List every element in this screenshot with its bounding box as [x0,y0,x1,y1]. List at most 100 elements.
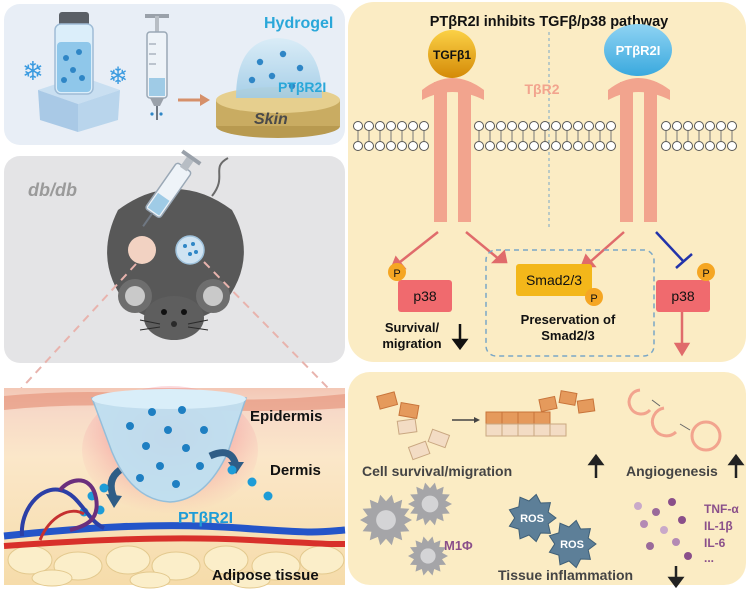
lipid-head [496,141,506,151]
cytokine-label: IL-1β [704,519,733,533]
lipid-head [606,141,616,151]
p38-left-label: p38 [413,288,437,304]
lipid-head [364,141,374,151]
panel-pathway: PTβR2I inhibits TGFβ/p38 pathway TβR2 TG… [348,2,746,362]
lipid-head [408,121,418,131]
lipid-head [672,141,682,151]
tgfb1-ligand [428,30,476,78]
lipid-head [507,121,517,131]
lipid-head [485,121,495,131]
down-arrow-icon [451,324,469,351]
lipid-head [595,121,605,131]
lipid-head [353,121,363,131]
phospho-icon [388,263,406,281]
scattered-cells [376,391,451,461]
cell-survival-label: Cell survival/migration [362,463,512,479]
macrophage-nucleus [376,510,396,530]
ptbr2i-ligand [604,24,672,76]
ice-cube-left [38,90,78,132]
lipid-head [397,121,407,131]
ros-label: ROS [520,513,544,525]
panel-skin-section: Epidermis Dermis PTβR2I Adipose tissue [3,386,346,589]
lipid-head [474,121,484,131]
lipid-head [705,121,715,131]
mouse-ear-inner [203,286,223,306]
wound-untreated [128,236,156,264]
mouse-eye [161,309,167,315]
angiogenesis-arrows [651,399,691,431]
lipid-head [683,141,693,151]
vial-cap [59,12,89,26]
lipid-head [386,121,396,131]
lipid-head [694,141,704,151]
lipid-head [408,141,418,151]
artery [3,535,346,549]
lipid-head [364,121,374,131]
lipid-head [727,141,737,151]
ros-star [508,493,557,543]
smad-label: Smad2/3 [526,272,582,288]
lipid-head [485,141,495,151]
lipid-head [573,141,583,151]
progress-arrow-head [474,417,480,423]
up-arrow-icon [727,453,745,478]
phospho-label: P [393,268,400,280]
lipid-head [694,121,704,131]
lipid-head [573,121,583,131]
syringe-icon [142,149,202,227]
lipid-head [716,121,726,131]
lipid-head [540,141,550,151]
preservation-line2: Smad2/3 [541,328,594,343]
skin-label: Skin [254,111,288,128]
down-arrow-icon [667,566,685,589]
lipid-head [683,121,693,131]
preservation-box [485,249,655,357]
zoom-line [203,261,333,393]
lipid-head [562,141,572,151]
wound-treated [175,235,205,265]
p38-right-label: p38 [671,288,695,304]
ice-cube-right [78,90,120,132]
up-arrow-icon [587,453,605,478]
lipid-head [551,141,561,151]
lipid-head [540,121,550,131]
mouse-tail [211,157,229,197]
lipid-head [606,121,616,131]
cell-membrane [353,121,737,151]
syringe-icon [145,14,169,120]
inhibition-arrow [655,231,693,269]
lipid-head [595,141,605,151]
adipose-cells [7,545,345,589]
mouse-nose [171,321,177,327]
hydrogel-label: Hydrogel [264,15,333,32]
process-arrow-head [200,94,210,106]
lipid-head [584,121,594,131]
tgfb1-label: TGFβ1 [433,48,471,62]
phospho-icon [697,263,715,281]
organized-cells [485,390,596,437]
snowflake-icon: ❄ [108,63,128,90]
lipid-head [727,121,737,131]
smad-box [516,264,592,296]
mouse-ear-inner [125,286,145,306]
ptbr2i-label: PTβR2I [178,510,233,527]
dermis-label: Dermis [270,462,321,479]
hydrogel-particles [126,406,208,488]
hydrogel-particles [248,50,304,90]
lipid-head [672,121,682,131]
hydrogel-implant-rim [92,389,246,409]
zoom-line [17,263,137,393]
phospho-icon [585,288,603,306]
macrophage-nucleus [421,495,439,513]
phospho-label: P [702,268,709,280]
vial-particles [61,49,85,83]
cytokine-label: IL-6 [704,536,726,550]
p38-right-box [656,280,710,312]
vein [3,522,346,540]
receptor-label: TβR2 [525,81,560,97]
mouse-whiskers [139,319,209,331]
macrophage-nucleus [420,548,436,564]
cytokine-dots [634,498,692,560]
preservation-line1: Preservation of [521,312,616,327]
model-label: db/db [28,180,77,200]
